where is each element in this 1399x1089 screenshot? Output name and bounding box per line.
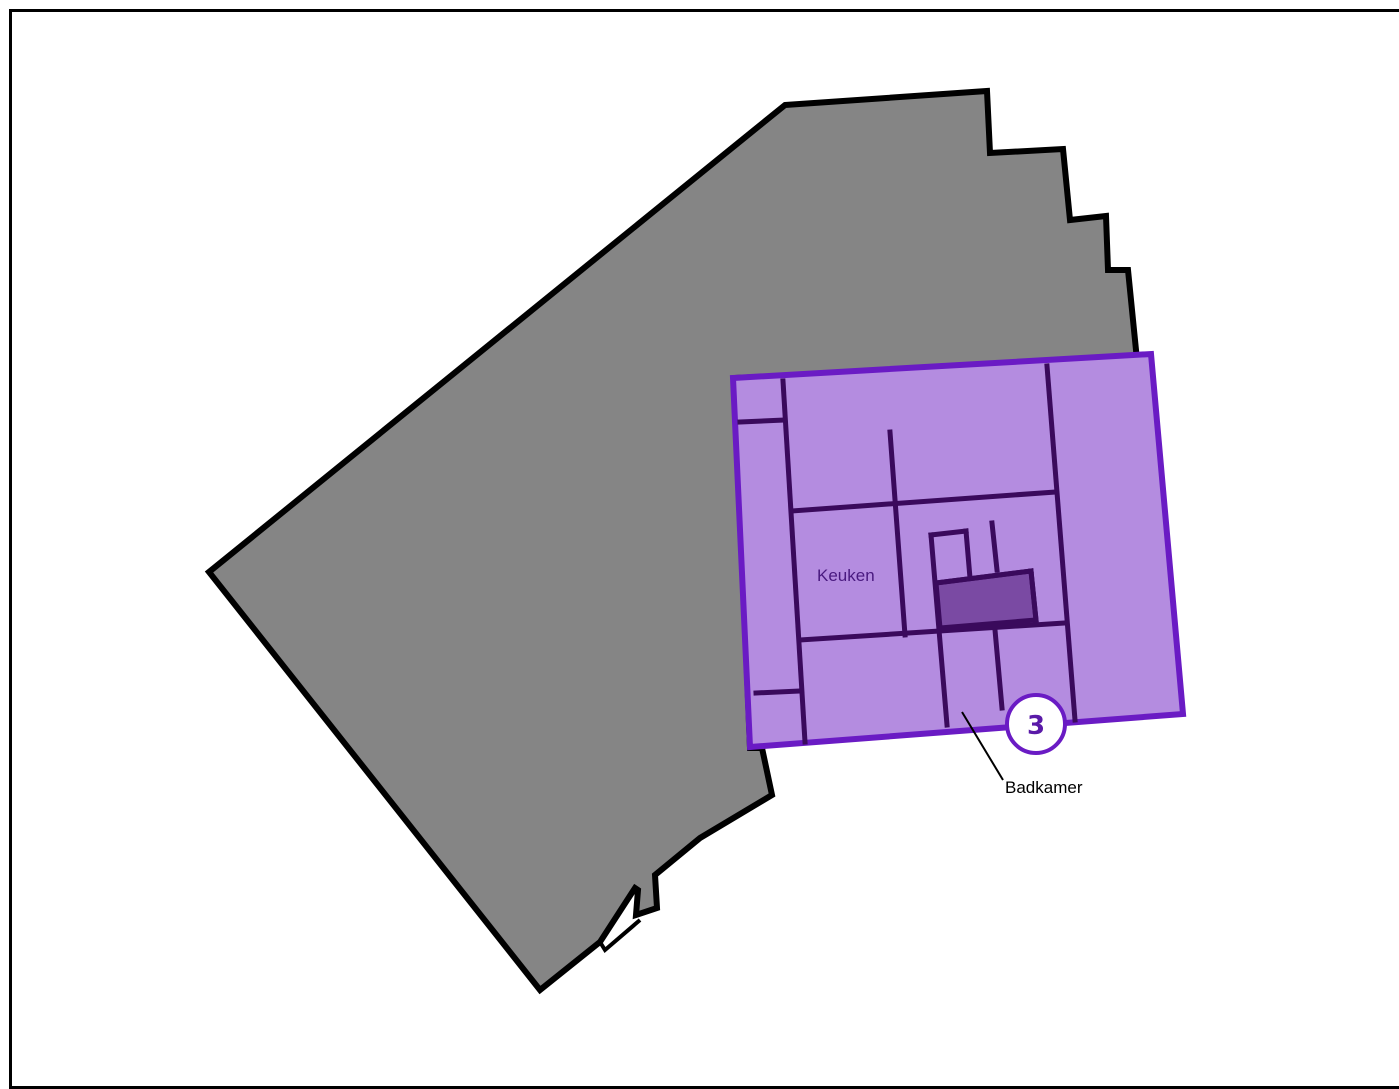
interior-walls — [737, 363, 1078, 745]
badkamer-leader-line — [961, 711, 1004, 781]
section-badge-number: 3 — [1027, 711, 1045, 741]
section-badge[interactable]: 3 — [1005, 693, 1067, 755]
room-label-badkamer: Badkamer — [1005, 778, 1083, 797]
building-notch — [598, 918, 642, 954]
section-badge-circle — [1005, 693, 1067, 755]
room-label-keuken: Keuken — [817, 566, 875, 585]
